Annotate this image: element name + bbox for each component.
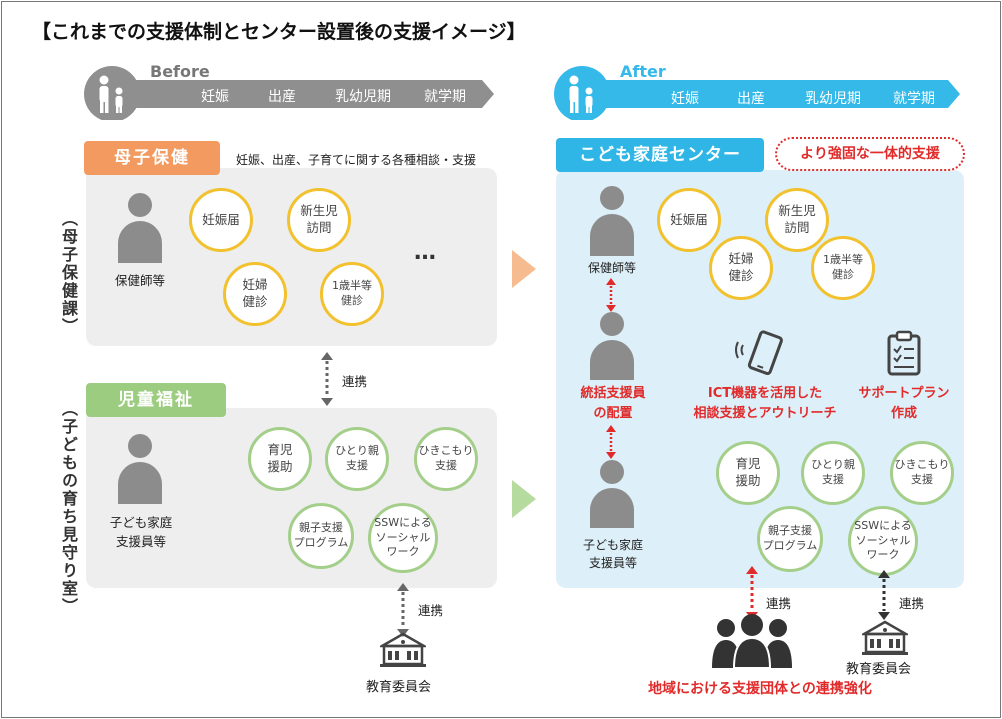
integrated-support-badge: より強固な一体的支援 [775, 137, 965, 171]
child-family-support-worker-icon [118, 434, 162, 504]
child-welfare-office-label: （子どもの育ち見守り室） [59, 400, 78, 616]
coordinator-label: 統括支援員 の配置 [580, 386, 646, 421]
before-service-parent-child-program: 親子支援 プログラム [288, 503, 354, 569]
after-public-health-nurse-label: 保健師等 [587, 261, 636, 275]
after-service-social-withdrawal: ひきこもり 支援 [890, 441, 954, 505]
before-service-childcare-aid: 育児 援助 [248, 427, 312, 491]
coordinator-icon [590, 312, 634, 380]
before-label: Before [150, 62, 210, 81]
after-stage-infancy: 乳幼児期 [805, 91, 861, 107]
before-stage-birth: 出産 [268, 89, 296, 105]
before-link-arrow [321, 352, 333, 406]
child-family-support-worker-label: 子ども家庭 支援員等 [109, 515, 173, 549]
more-services-ellipsis: … [414, 240, 436, 265]
community-link-arrow [746, 566, 758, 620]
transition-arrow-maternal [512, 250, 536, 288]
after-coordinator-worker-link [606, 425, 616, 459]
after-service-parent-child-program: 親子支援 プログラム [757, 506, 823, 572]
family-center-tag: こども家庭センター [556, 138, 764, 172]
school-board-building-icon [380, 632, 426, 667]
community-link-label: 連携 [766, 596, 792, 611]
before-service-newborn-visit: 新生児 訪問 [287, 188, 351, 252]
before-board-link-label: 連携 [418, 603, 444, 618]
child-welfare-tag: 児童福祉 [86, 383, 226, 417]
before-stage-pregnancy: 妊娠 [201, 89, 229, 105]
before-board-link-arrow [397, 583, 409, 637]
before-service-toddler-checkup: 1歳半等 健診 [320, 262, 384, 326]
after-child-family-support-worker-icon [590, 460, 634, 528]
transition-arrow-welfare [512, 480, 536, 518]
after-stage-pregnancy: 妊娠 [671, 91, 699, 107]
after-timeline-arrow [554, 66, 960, 120]
public-health-nurse-label: 保健師等 [114, 273, 165, 288]
maternal-health-tag: 母子保健 [84, 141, 220, 175]
after-service-ssw-social-work: SSWによる ソーシャル ワーク [848, 506, 918, 576]
after-service-toddler-checkup: 1歳半等 健診 [811, 236, 875, 300]
after-public-health-nurse-icon [590, 186, 634, 256]
maternal-health-description: 妊娠、出産、子育てに関する各種相談・支援 [236, 153, 477, 167]
after-nurse-coordinator-link [606, 278, 616, 312]
after-board-link-label: 連携 [899, 596, 925, 611]
before-stage-infancy: 乳幼児期 [335, 89, 391, 105]
after-child-family-support-worker-label: 子ども家庭 支援員等 [582, 538, 643, 570]
before-timeline-arrow [84, 66, 494, 120]
page-title: 【これまでの支援体制とセンター設置後の支援イメージ】 [32, 21, 526, 43]
support-plan-label: サポートプラン 作成 [858, 386, 950, 421]
ict-consultation-label: ICT機器を活用した 相談支援とアウトリーチ [693, 386, 837, 421]
before-school-board-label: 教育委員会 [366, 680, 432, 695]
after-service-pregnancy-notification: 妊娠届 [657, 188, 721, 252]
community-group-icon [712, 614, 792, 668]
after-service-newborn-visit: 新生児 訪問 [765, 188, 829, 252]
after-service-childcare-aid: 育児 援助 [716, 441, 780, 505]
before-service-single-parent: ひとり親 支援 [325, 427, 389, 491]
after-school-board-label: 教育委員会 [846, 662, 912, 677]
after-school-board-building-icon [862, 620, 908, 655]
before-service-pregnancy-notification: 妊娠届 [189, 188, 253, 252]
after-label: After [620, 62, 666, 81]
before-service-ssw-social-work: SSWによる ソーシャル ワーク [368, 503, 438, 573]
public-health-nurse-icon [118, 193, 162, 263]
after-stage-birth: 出産 [737, 91, 765, 107]
before-service-prenatal-checkup: 妊婦 健診 [223, 262, 287, 326]
clipboard-checklist-icon [887, 330, 921, 376]
before-service-social-withdrawal: ひきこもり 支援 [414, 427, 478, 491]
smartphone-icon [735, 330, 783, 375]
maternal-health-division-label: （母子保健課） [59, 210, 78, 336]
before-link-label: 連携 [342, 374, 368, 389]
after-service-prenatal-checkup: 妊婦 健診 [709, 236, 773, 300]
after-stage-school: 就学期 [893, 91, 935, 107]
community-collaboration-label: 地域における支援団体との連携強化 [648, 681, 872, 697]
after-service-single-parent: ひとり親 支援 [801, 441, 865, 505]
before-stage-school: 就学期 [424, 89, 466, 105]
after-board-link-arrow [878, 570, 890, 620]
